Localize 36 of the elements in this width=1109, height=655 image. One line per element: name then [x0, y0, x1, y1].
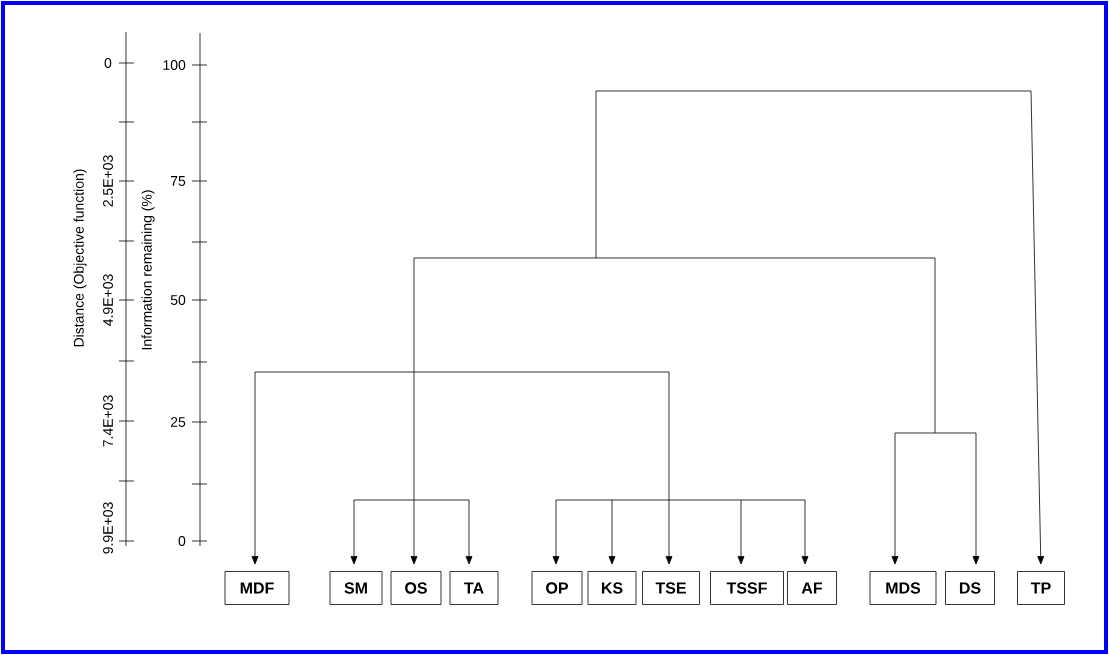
axis-label: Distance (Objective function) [73, 169, 87, 347]
arrow [552, 499, 560, 565]
axis-label: 50 [170, 295, 186, 305]
leaf-box: TA [449, 571, 499, 605]
arrow [665, 371, 673, 565]
axis-label: 9.9E+03 [103, 502, 113, 554]
leaf-box: TSE [642, 571, 700, 605]
axis-label: 0 [178, 536, 186, 546]
leaf-box: TP [1017, 571, 1065, 605]
axis-label: 2.5E+03 [103, 155, 113, 207]
arrow [801, 499, 809, 565]
leaf-box: OP [531, 571, 583, 605]
axis-label: 7.4E+03 [103, 395, 113, 447]
leaf-box: MDF [224, 571, 290, 605]
arrow [251, 371, 259, 565]
axis-label: 0 [104, 58, 112, 68]
axis-label: 75 [170, 176, 186, 186]
arrow [465, 499, 473, 565]
leaf-box: AF [787, 571, 837, 605]
arrow [608, 499, 616, 565]
arrow [972, 432, 980, 565]
leaf-box: OS [390, 571, 442, 605]
axis-label: 100 [163, 60, 186, 70]
axis-label: Information remaining (%) [141, 190, 155, 350]
arrow [410, 257, 418, 565]
arrow [891, 432, 899, 565]
arrow [737, 499, 745, 565]
leaf-box: DS [945, 571, 995, 605]
arrow [350, 499, 358, 565]
axis-label: 25 [170, 417, 186, 427]
leaf-box: MDS [869, 571, 937, 605]
leaf-box: KS [587, 571, 637, 605]
axis-label: 4.9E+03 [103, 274, 113, 326]
arrow [1030, 90, 1045, 565]
leaf-box: TSSF [710, 571, 784, 605]
leaf-box: SM [329, 571, 383, 605]
